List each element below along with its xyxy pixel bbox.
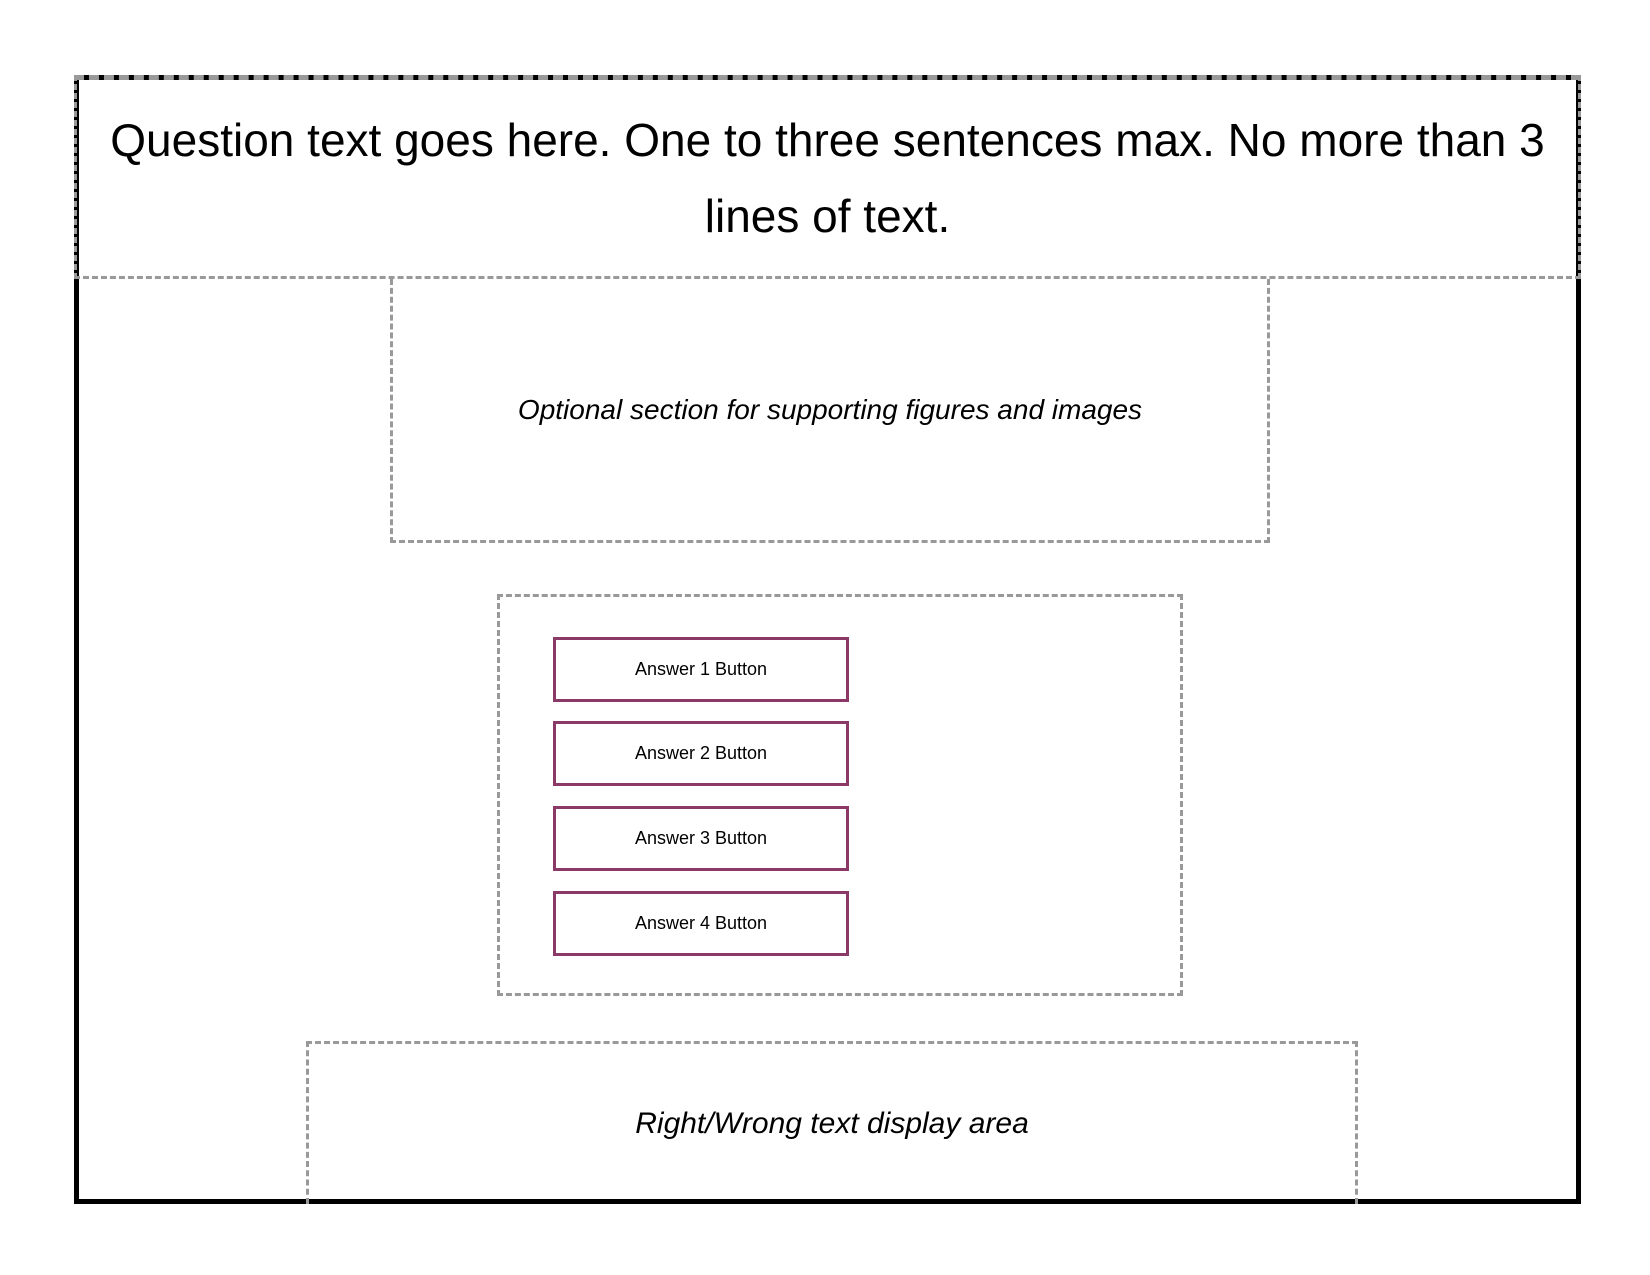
- answers-area: Answer 1 Button Answer 2 Button Answer 3…: [497, 594, 1183, 996]
- answer-1-button[interactable]: Answer 1 Button: [553, 637, 849, 702]
- figure-area: Optional section for supporting figures …: [390, 279, 1270, 543]
- figure-area-label: Optional section for supporting figures …: [517, 393, 1143, 425]
- question-area: Question text goes here. One to three se…: [74, 75, 1581, 279]
- answer-2-button[interactable]: Answer 2 Button: [553, 721, 849, 786]
- feedback-area-label: Right/Wrong text display area: [635, 1107, 1029, 1140]
- answer-3-button[interactable]: Answer 3 Button: [553, 806, 849, 871]
- feedback-area: Right/Wrong text display area: [306, 1041, 1358, 1204]
- question-text: Question text goes here. One to three se…: [110, 114, 1545, 242]
- answer-4-button[interactable]: Answer 4 Button: [553, 891, 849, 956]
